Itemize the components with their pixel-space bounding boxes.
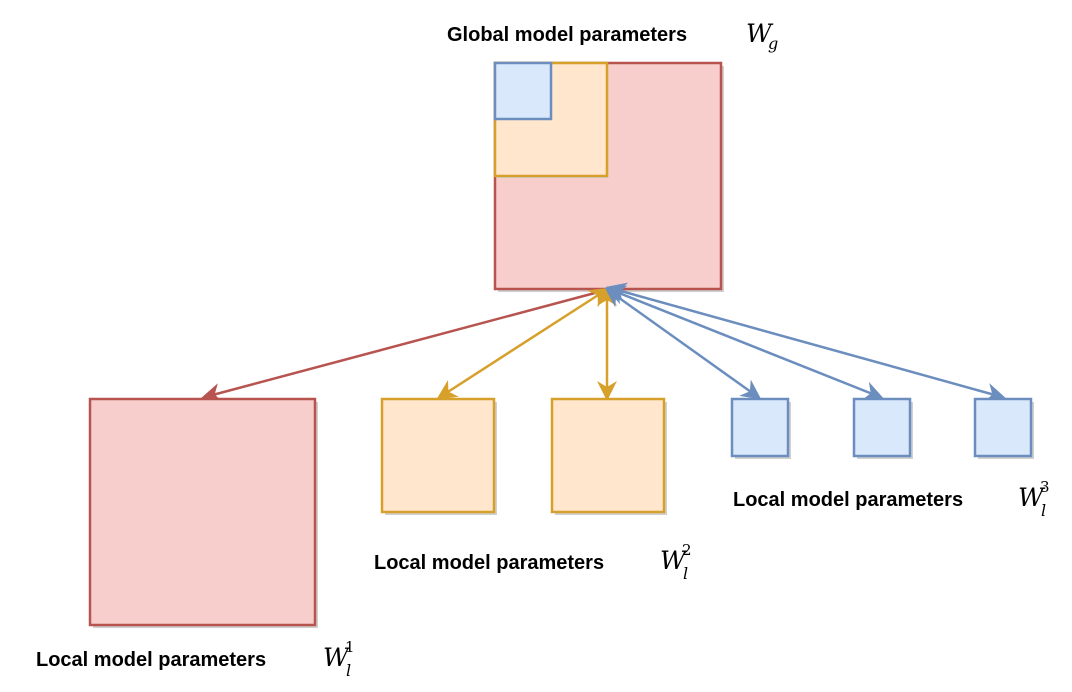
global-label: Global model parameters W g <box>447 19 778 53</box>
arrow-global-to-local-2a <box>436 287 610 400</box>
local-1-subscript: l <box>346 661 351 680</box>
local-3-label: Local model parameters W 3 l <box>733 478 1050 520</box>
local-3-subscript: l <box>1041 501 1046 520</box>
local-3-symbol: W <box>1018 483 1046 512</box>
local-1-label-text: Local model parameters <box>36 649 266 671</box>
global-subscript: g <box>768 34 778 53</box>
local-2-label-text: Local model parameters <box>374 552 604 574</box>
local-3-label-text: Local model parameters <box>733 489 963 511</box>
local-1-params <box>88 397 317 627</box>
arrows <box>201 282 1006 403</box>
global-label-text: Global model parameters <box>447 24 687 46</box>
arrow-global-to-local-3c <box>606 282 1006 403</box>
local-3a-params <box>730 397 790 458</box>
local-2-label: Local model parameters W 2 l <box>374 541 692 583</box>
local-3b-params <box>852 397 912 458</box>
global-symbol: W <box>746 19 774 48</box>
local-3c-params <box>973 397 1033 458</box>
local-1-symbol: W <box>323 643 351 672</box>
local-3-superscript: 3 <box>1040 478 1050 496</box>
local-2-superscript: 2 <box>682 541 692 559</box>
local-model-1-block <box>88 397 318 628</box>
local-model-3-block <box>730 397 1034 459</box>
arrow-global-to-local-1 <box>201 288 607 403</box>
arrow-global-to-local-3a <box>604 287 762 400</box>
local-1-label: Local model parameters W 1 l <box>36 638 355 680</box>
arrow-global-to-local-3b <box>605 285 884 401</box>
global-small-subset <box>493 61 553 121</box>
local-2b-params <box>550 397 666 514</box>
local-2a-params <box>380 397 496 514</box>
local-2-symbol: W <box>660 546 688 575</box>
local-2-subscript: l <box>683 564 688 583</box>
global-model-block <box>493 61 724 292</box>
local-model-2-block <box>380 397 667 515</box>
local-1-superscript: 1 <box>345 638 355 656</box>
